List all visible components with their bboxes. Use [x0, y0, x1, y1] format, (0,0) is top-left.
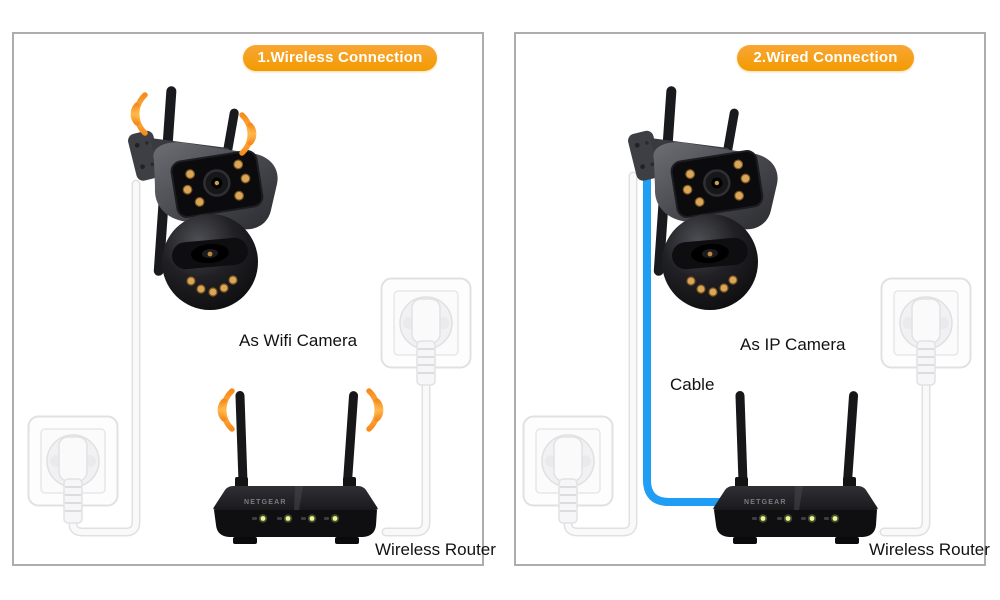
camera-lower-lens-module	[172, 237, 248, 270]
camera-dome	[662, 214, 758, 310]
router-led-lights	[752, 514, 840, 523]
camera-antenna	[153, 86, 177, 276]
wall-mount-bracket	[628, 130, 662, 181]
camera-upper-lens-module	[670, 150, 764, 218]
camera-antenna	[714, 108, 739, 204]
camera-lower-lens-module	[672, 237, 748, 270]
security-camera-illustration	[128, 86, 278, 310]
power-cable-layer	[68, 179, 431, 537]
camera-antenna	[214, 108, 239, 204]
camera-dome-leds	[186, 275, 238, 297]
power-outlet-illustration	[880, 277, 972, 386]
cable-label: Cable	[670, 375, 715, 394]
wifi-signal-icon	[239, 112, 257, 156]
connection-badge: 2.Wired Connection	[737, 45, 914, 71]
plug-icon	[553, 436, 583, 482]
cable-layer	[563, 168, 931, 537]
camera-dome-leds	[686, 275, 738, 297]
wifi-signal-icon	[217, 388, 235, 432]
router-illustration: NETGEAR	[213, 391, 378, 544]
router-brand-label: NETGEAR	[744, 499, 787, 506]
security-camera-illustration	[628, 86, 778, 310]
wall-mount-bracket	[128, 130, 162, 181]
wifi-signal-icon	[366, 388, 384, 432]
router-brand-label: NETGEAR	[244, 499, 287, 506]
camera-role-label: As IP Camera	[740, 335, 846, 354]
camera-role-label: As Wifi Camera	[239, 331, 358, 350]
power-outlet-illustration	[27, 415, 119, 524]
plug-icon	[58, 436, 88, 482]
wifi-signal-icon	[130, 92, 148, 136]
camera-dome	[162, 214, 258, 310]
power-outlet-illustration	[522, 415, 614, 524]
camera-upper-lens-module	[170, 150, 264, 218]
diagram-panel-wired: 2.Wired Connection	[514, 32, 990, 566]
diagram-panel-wireless: 1.Wireless Connection	[12, 32, 496, 566]
plug-icon	[411, 298, 441, 344]
camera-antenna	[653, 86, 677, 276]
connection-badge: 1.Wireless Connection	[243, 45, 437, 71]
router-label: Wireless Router	[869, 540, 990, 559]
router-label: Wireless Router	[375, 540, 496, 559]
plug-icon	[911, 298, 941, 344]
router-led-lights	[252, 514, 340, 523]
ethernet-cable	[643, 168, 728, 506]
router-illustration: NETGEAR	[713, 391, 878, 544]
power-outlet-illustration	[380, 277, 472, 386]
